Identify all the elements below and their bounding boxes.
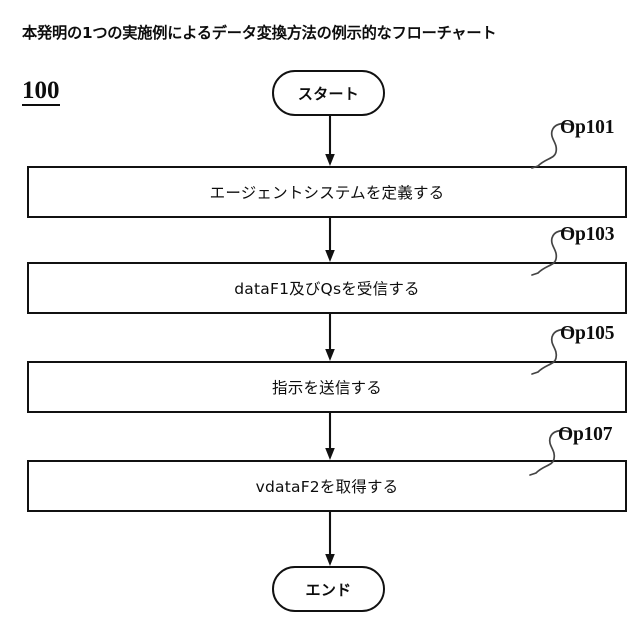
flow-step-op101-label: エージェントシステムを定義する	[209, 184, 445, 202]
callout-leader-op103-icon	[531, 229, 576, 280]
callout-label-op107: Op107	[558, 424, 613, 445]
flow-node-start-label: スタート	[297, 84, 360, 103]
callout-leader-op105-icon	[531, 328, 576, 379]
figure-reference-number: 100	[22, 77, 60, 106]
connector-op103-to-op105	[320, 313, 340, 362]
callout-label-op103: Op103	[560, 224, 615, 245]
flow-node-end: エンド	[272, 566, 385, 612]
callout-label-op101: Op101	[560, 117, 615, 138]
connector-op107-to-end	[320, 512, 340, 567]
flow-step-op105-label: 指示を送信する	[272, 379, 382, 397]
connector-start-to-op101	[320, 115, 340, 167]
flow-step-op103-label: dataF1及びQsを受信する	[234, 280, 420, 298]
callout-leader-op107-icon	[529, 429, 574, 480]
flow-step-op103: dataF1及びQsを受信する	[27, 262, 627, 314]
flow-step-op101: エージェントシステムを定義する	[27, 166, 627, 218]
figure-title: 本発明の1つの実施例によるデータ変換方法の例示的なフローチャート	[22, 24, 497, 42]
flow-step-op105: 指示を送信する	[27, 361, 627, 413]
flow-node-end-label: エンド	[305, 580, 352, 599]
callout-leader-op101-icon	[531, 122, 576, 173]
flow-step-op107: vdataF2を取得する	[27, 460, 627, 512]
flow-step-op107-label: vdataF2を取得する	[255, 478, 399, 496]
connector-op105-to-op107	[320, 412, 340, 461]
flow-node-start: スタート	[272, 70, 385, 116]
callout-label-op105: Op105	[560, 323, 615, 344]
connector-op101-to-op103	[320, 217, 340, 263]
